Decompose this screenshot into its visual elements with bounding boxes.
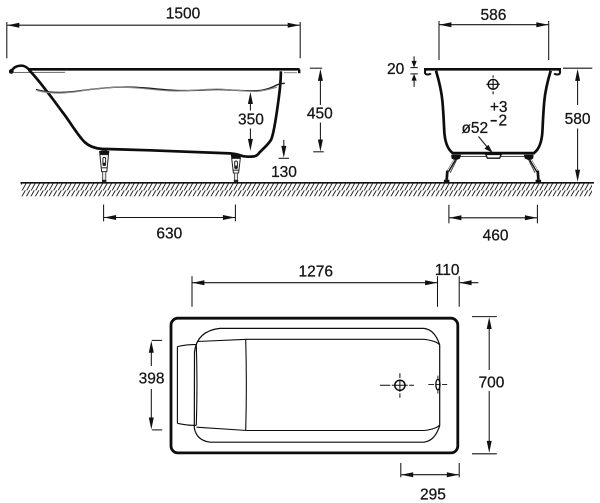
svg-text:2: 2	[498, 113, 507, 130]
svg-text:+3: +3	[490, 99, 508, 116]
svg-text:630: 630	[156, 225, 182, 242]
svg-text:110: 110	[435, 262, 460, 279]
svg-text:450: 450	[307, 106, 333, 123]
svg-text:586: 586	[480, 7, 506, 24]
svg-text:460: 460	[483, 228, 509, 245]
svg-text:580: 580	[565, 111, 591, 128]
svg-text:20: 20	[387, 61, 405, 78]
svg-text:350: 350	[238, 112, 264, 129]
svg-text:1276: 1276	[299, 263, 333, 280]
svg-text:1500: 1500	[166, 5, 201, 22]
svg-text:130: 130	[271, 164, 297, 181]
svg-text:700: 700	[479, 374, 505, 391]
svg-text:ø52: ø52	[461, 120, 488, 137]
svg-text:398: 398	[139, 371, 165, 388]
svg-text:295: 295	[420, 486, 446, 503]
